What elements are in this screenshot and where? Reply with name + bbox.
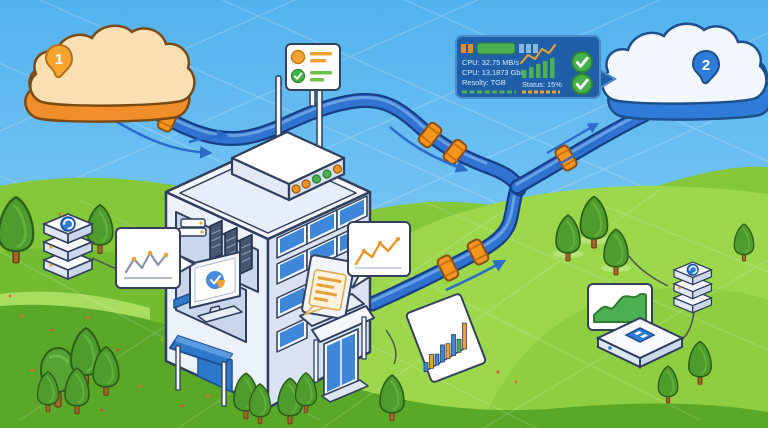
server-stack-left [43, 213, 93, 280]
line-chart-card-left [115, 227, 197, 289]
led-dot [291, 184, 301, 194]
trees-back [0, 195, 755, 276]
badge-number: 1 [55, 51, 63, 68]
bar-chart-card [405, 293, 487, 383]
edge-device [595, 316, 685, 369]
wire [627, 254, 669, 287]
cloud-source [24, 24, 196, 123]
message-card [308, 269, 347, 311]
cloud-source-badge: 1 [44, 43, 74, 79]
monitor-icon [189, 251, 243, 323]
metric-line-2: CPU: 13,1873 Gbiz [462, 68, 526, 77]
metric-line-3: Resolty: TGB [462, 78, 506, 87]
server-box [180, 218, 206, 228]
check-icon [570, 72, 594, 96]
entrance [311, 305, 375, 403]
network-icon [624, 327, 656, 343]
led-dot [311, 174, 322, 184]
area-chart-card [587, 283, 653, 344]
terminal-device [299, 254, 365, 327]
led-dot [49, 245, 53, 249]
led-dot [322, 169, 332, 179]
mini-bar-chart [520, 44, 556, 78]
trend-chart [354, 237, 400, 266]
panel-top-meter [461, 42, 538, 55]
server-stack-right [673, 261, 713, 314]
led-dot [301, 179, 311, 189]
pipe-to-cloud2 [509, 107, 652, 195]
flow-arrows [105, 113, 607, 173]
line-chart-card-right [347, 221, 411, 289]
check-icon [570, 50, 594, 74]
metric-line-1: CPU: 32.75 MB/s [462, 58, 519, 67]
awning [169, 335, 233, 407]
roof-equipment [230, 75, 346, 202]
cloud-destination [601, 22, 768, 121]
router-icon [230, 130, 346, 202]
led-dot [608, 346, 612, 350]
wire [385, 329, 397, 365]
badge-number: 2 [702, 57, 710, 74]
grass-speckles [8, 212, 518, 412]
status-label: Status: 15% [522, 80, 562, 89]
grass-path [0, 291, 150, 320]
alert-icon [290, 49, 306, 65]
mini-trend-line [520, 44, 556, 64]
cloud-destination-badge: 2 [691, 49, 721, 85]
pipe-main [110, 80, 527, 197]
led-dot [49, 263, 53, 267]
sign-pole [309, 89, 316, 107]
check-icon [290, 68, 306, 84]
entrance-canopy [311, 305, 375, 343]
checklist-sign [285, 43, 341, 107]
bar-series [423, 322, 467, 372]
status-panel: CPU: 32.75 MB/s CPU: 13,1873 Gbiz Resolt… [455, 35, 617, 99]
led-dot [332, 164, 343, 174]
antenna-icon [316, 89, 323, 155]
led-dot [678, 286, 681, 290]
pipe-ground [364, 181, 525, 312]
zigzag-chart [124, 251, 168, 274]
entrance-step [321, 379, 369, 403]
flow-arrow [445, 259, 507, 292]
area-chart [593, 292, 647, 323]
